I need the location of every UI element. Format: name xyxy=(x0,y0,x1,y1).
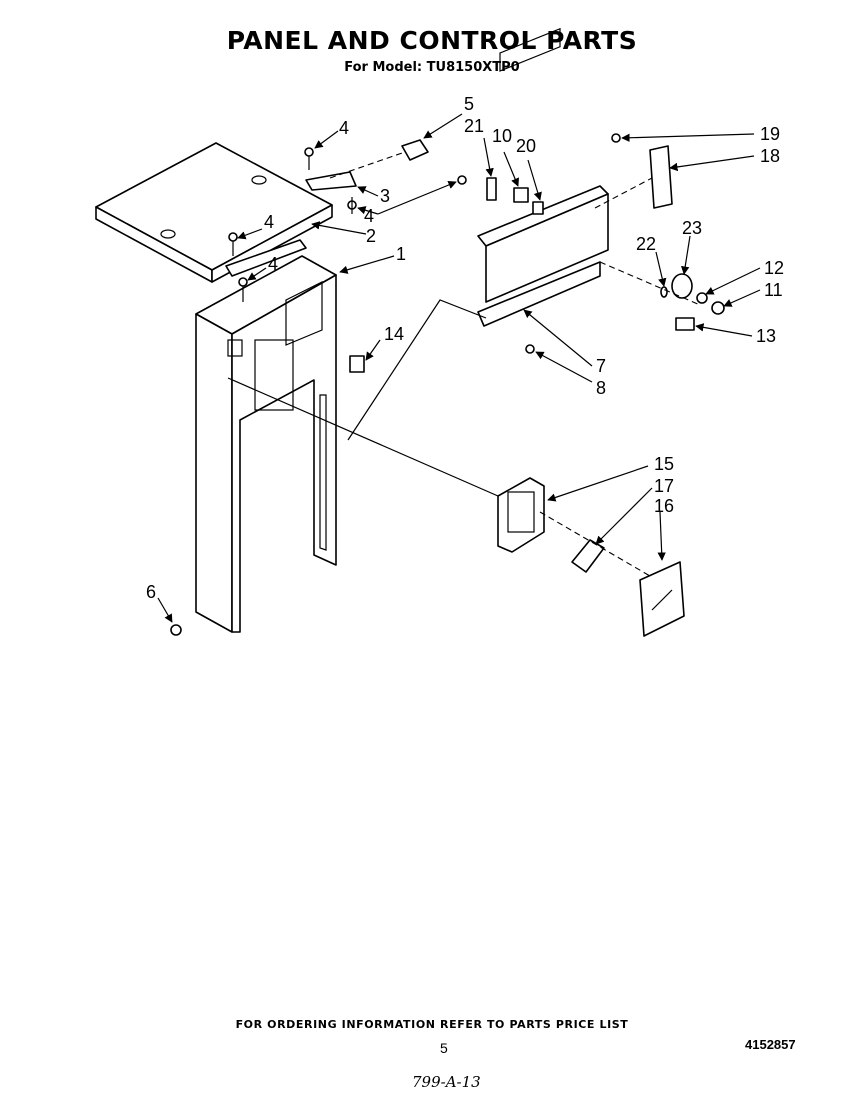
callout-20: 20 xyxy=(516,136,536,156)
callout-21: 21 xyxy=(464,116,484,136)
callout-5: 5 xyxy=(464,94,474,114)
callout-labels: 4 5 21 10 20 19 18 3 4 2 4 4 1 22 23 12 … xyxy=(146,94,784,602)
callout-14: 14 xyxy=(384,324,404,344)
ring-part-22 xyxy=(660,286,668,298)
callout-3: 3 xyxy=(380,186,390,206)
callout-7: 7 xyxy=(596,356,606,376)
callout-22: 22 xyxy=(636,234,656,254)
nut-part-12 xyxy=(696,292,708,304)
callout-13: 13 xyxy=(756,326,776,346)
control-panel-frame xyxy=(195,255,337,633)
hinge-part-3 xyxy=(305,171,357,191)
leader-lines xyxy=(157,113,761,623)
cam-housing-part-15 xyxy=(497,477,545,553)
callout-4: 4 xyxy=(364,206,374,226)
document-number: 4152857 xyxy=(745,1037,796,1052)
ordering-footer: FOR ORDERING INFORMATION REFER TO PARTS … xyxy=(235,1018,629,1031)
handwritten-note: 799-A-13 xyxy=(412,1073,481,1091)
callout-23: 23 xyxy=(682,218,702,238)
callout-18: 18 xyxy=(760,146,780,166)
callout-6: 6 xyxy=(146,582,156,602)
page-number: 5 xyxy=(440,1040,448,1056)
callout-15: 15 xyxy=(654,454,674,474)
callout-4: 4 xyxy=(268,254,278,274)
switch-part-20 xyxy=(532,201,544,215)
bracket-part-2 xyxy=(225,239,307,277)
callout-17: 17 xyxy=(654,476,674,496)
callout-11: 11 xyxy=(764,280,783,300)
callout-8: 8 xyxy=(596,378,606,398)
switch-part-13 xyxy=(675,317,695,331)
callout-1: 1 xyxy=(396,244,406,264)
switch-part-10 xyxy=(513,187,529,203)
callout-12: 12 xyxy=(764,258,784,278)
callout-4: 4 xyxy=(264,212,274,232)
latch-part-18 xyxy=(649,145,673,209)
cap-part-11 xyxy=(711,301,725,315)
clip-part-14 xyxy=(349,355,365,373)
callout-16: 16 xyxy=(654,496,674,516)
callout-10: 10 xyxy=(492,126,512,146)
clip-part-5 xyxy=(401,139,429,161)
cam-disk-part-17 xyxy=(571,539,605,573)
screw-icon xyxy=(170,133,621,636)
callout-19: 19 xyxy=(760,124,780,144)
model-subtitle: For Model: TU8150XTP0 xyxy=(344,60,520,75)
callout-4: 4 xyxy=(339,118,349,138)
switch-housing-part-7 xyxy=(477,27,609,327)
callout-2: 2 xyxy=(366,226,376,246)
page-title: PANEL AND CONTROL PARTS xyxy=(226,26,638,55)
dial-plate-part-16 xyxy=(639,561,685,637)
switch-part-21 xyxy=(486,177,497,201)
